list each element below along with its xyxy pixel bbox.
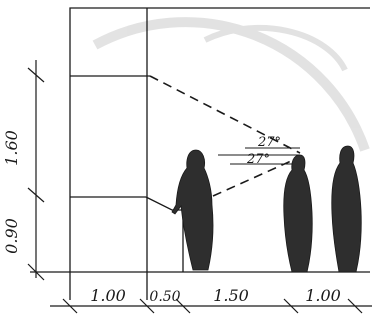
watermark-seal [92, 17, 370, 152]
dim-label-horizontal-3: 1.50 [213, 286, 249, 305]
person-figure-center [283, 154, 313, 273]
tick-h5 [347, 298, 363, 314]
tick-h3 [175, 298, 191, 314]
dim-label-horizontal-2: 0.50 [149, 289, 180, 305]
sightline-upper [149, 75, 301, 154]
angle-label-upper: 27° [257, 135, 281, 150]
vertical-dimension [27, 60, 45, 281]
tick-h1 [62, 298, 78, 314]
person-figure-left [171, 149, 214, 271]
dim-label-horizontal-1: 1.00 [90, 286, 126, 305]
dim-label-vertical-lower: 0.90 [2, 218, 21, 254]
tick-top [27, 67, 45, 83]
person-figure-right [331, 145, 362, 273]
tick-h4 [283, 298, 299, 314]
tick-bottom [27, 263, 45, 281]
dim-label-horizontal-4: 1.00 [305, 286, 341, 305]
horizontal-dimension [50, 298, 372, 314]
dim-label-vertical-upper: 1.60 [2, 130, 21, 166]
angle-references [218, 147, 300, 165]
figures [171, 145, 362, 273]
angle-label-lower: 27° [246, 152, 270, 167]
tick-mid [27, 187, 45, 203]
room-outline [69, 7, 370, 272]
tick-h2 [139, 298, 155, 314]
